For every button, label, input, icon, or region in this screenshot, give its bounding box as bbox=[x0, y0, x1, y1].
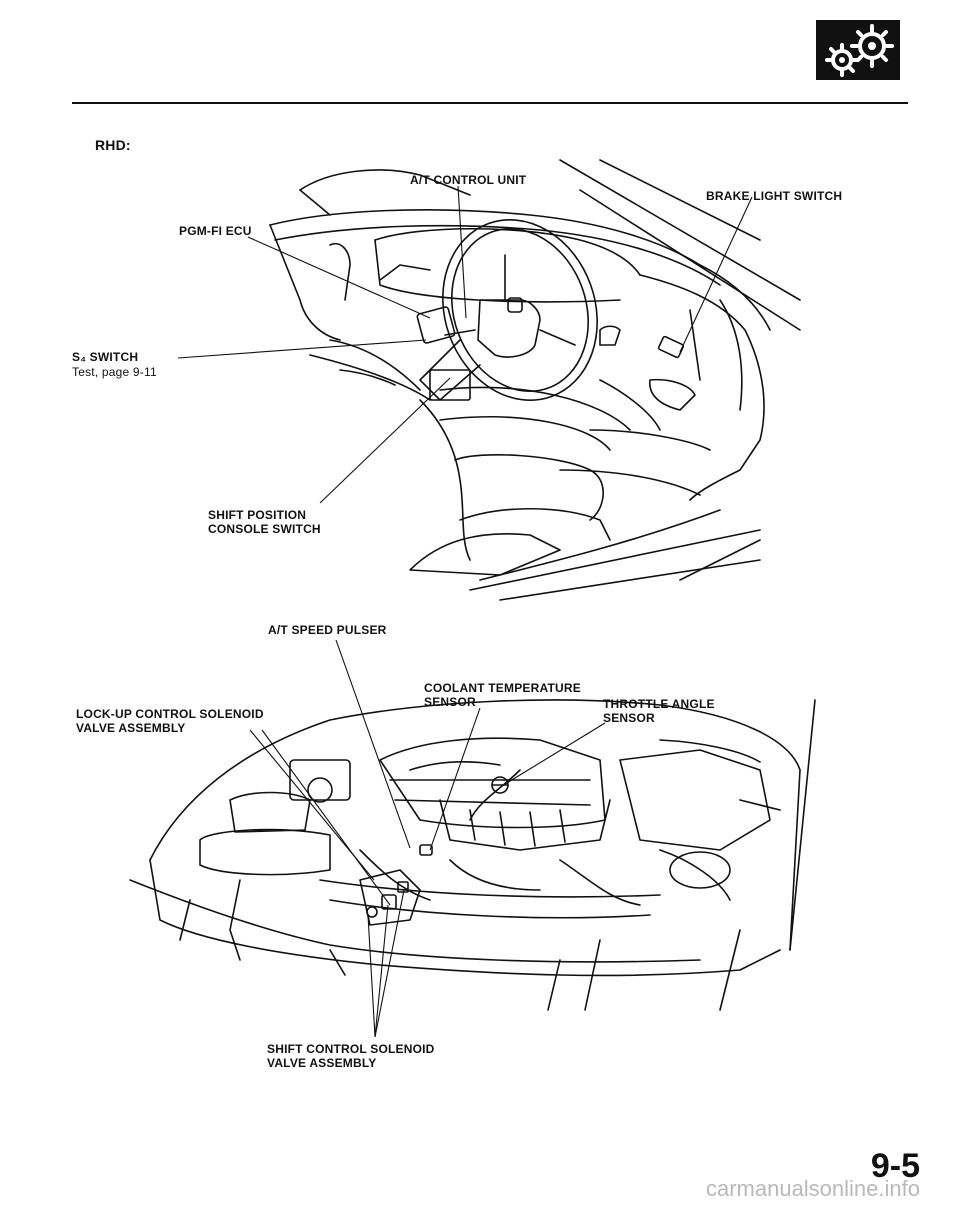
label-pgm-fi-ecu: PGM-FI ECU bbox=[179, 224, 252, 238]
gear-icon-graphic bbox=[816, 20, 900, 80]
label-throttle-line1: THROTTLE ANGLE bbox=[603, 697, 715, 711]
label-s4-switch: S₄ SWITCH bbox=[72, 350, 139, 364]
label-lockup-line2: VALVE ASSEMBLY bbox=[76, 721, 186, 735]
label-s4-switch-note: Test, page 9-11 bbox=[72, 365, 157, 379]
gear-icon bbox=[816, 20, 900, 80]
bottom-leader-lines bbox=[249, 639, 606, 1038]
watermark: carmanualsonline.info bbox=[705, 1176, 920, 1201]
label-lockup-line1: LOCK-UP CONTROL SOLENOID bbox=[76, 707, 264, 721]
label-at-control-unit: A/T CONTROL UNIT bbox=[410, 173, 527, 187]
label-at-speed-pulser: A/T SPEED PULSER bbox=[268, 623, 387, 637]
page-number: 9-5 bbox=[870, 1147, 920, 1185]
label-coolant-line2: SENSOR bbox=[424, 695, 476, 709]
label-shift-position-line2: CONSOLE SWITCH bbox=[208, 522, 321, 536]
label-shift-position-line1: SHIFT POSITION bbox=[208, 508, 307, 522]
interior-illustration bbox=[269, 159, 801, 601]
top-leader-lines bbox=[177, 185, 753, 504]
region-label-rhd: RHD: bbox=[95, 137, 131, 153]
label-throttle-line2: SENSOR bbox=[603, 711, 655, 725]
label-shift-control-line1: SHIFT CONTROL SOLENOID bbox=[267, 1042, 435, 1056]
label-coolant-line1: COOLANT TEMPERATURE bbox=[424, 681, 581, 695]
engine-bay-illustration bbox=[129, 699, 816, 1011]
label-brake-light-switch: BRAKE LIGHT SWITCH bbox=[706, 189, 843, 203]
label-shift-control-line2: VALVE ASSEMBLY bbox=[267, 1056, 377, 1070]
header-rule bbox=[72, 102, 908, 104]
